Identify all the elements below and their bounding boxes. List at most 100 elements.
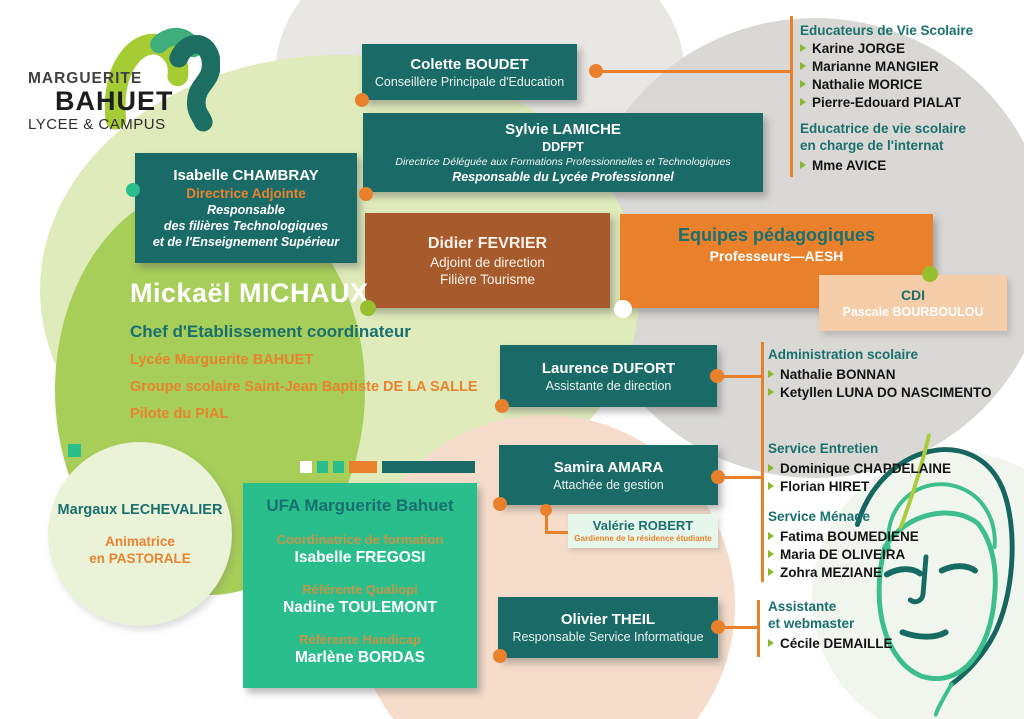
box-laurence-dufort: Laurence DUFORT Assistante de direction — [500, 345, 717, 407]
cdi-name: Pascale BOURBOULOU — [842, 305, 984, 319]
bullet-triangle-icon — [768, 550, 774, 558]
bullet-triangle-icon — [768, 639, 774, 647]
bullet-triangle-icon — [800, 62, 806, 70]
connector-top-vertical — [790, 16, 793, 177]
dot-laurence-corner — [495, 399, 509, 413]
box-sylvie-lamiche: Sylvie LAMICHE DDFPT Directrice Déléguée… — [363, 113, 763, 192]
equipes-subtitle: Professeurs—AESH — [709, 248, 844, 264]
list-item-label: Nathalie BONNAN — [780, 366, 896, 382]
logo-line-name: BAHUET — [55, 86, 174, 116]
person-name: Olivier THEIL — [560, 611, 656, 628]
connector-valerie-horizontal — [545, 531, 569, 534]
box-olivier-theil: Olivier THEIL Responsable Service Inform… — [498, 597, 718, 658]
list-title-1: Assistante — [768, 599, 837, 614]
connector-olivier-horizontal — [718, 626, 759, 629]
person-role-1: Animatrice — [105, 534, 175, 549]
box-cdi: CDI Pascale BOURBOULOU — [819, 275, 1007, 331]
list-item-label: Dominique CHAPDELAINE — [780, 460, 952, 476]
bullet-triangle-icon — [768, 370, 774, 378]
list-entretien: Service Entretien Dominique CHAPDELAINE … — [768, 440, 951, 495]
box-isabelle-chambray: Isabelle CHAMBRAY Directrice Adjointe Re… — [135, 153, 357, 263]
head-name: Mickaël MICHAUX — [130, 278, 369, 308]
person-role: Responsable Service Informatique — [512, 630, 704, 644]
square-margaux-corner — [68, 444, 81, 457]
box-valerie-robert: Valérie ROBERT Gardienne de la résidence… — [568, 514, 718, 548]
ufa-entry: Référente Handicap Marlène BORDAS — [295, 632, 425, 668]
person-role-2: en PASTORALE — [89, 551, 191, 566]
bullet-triangle-icon — [768, 388, 774, 396]
list-item: Cécile DEMAILLE — [768, 634, 893, 652]
list-item-label: Fatima BOUMEDIENE — [780, 528, 919, 544]
list-item-label: Karine JORGE — [812, 40, 906, 56]
person-role-adjointe: Directrice Adjointe — [186, 186, 306, 201]
list-item: Ketyllen LUNA DO NASCIMENTO — [768, 383, 992, 401]
head-line-3: Pilote du PIAL — [130, 406, 229, 422]
list-item: Maria DE OLIVEIRA — [768, 545, 919, 563]
logo-line-bottom: LYCEE & CAMPUS — [28, 116, 166, 133]
deco-rect-teal — [382, 461, 475, 473]
person-role-long: Directrice Déléguée aux Formations Profe… — [395, 156, 731, 168]
list-item: Marianne MANGIER — [800, 57, 973, 75]
person-role-2: Responsable — [207, 203, 285, 217]
list-administration: Administration scolaire Nathalie BONNAN … — [768, 346, 992, 401]
list-vie-scolaire: Educateurs de Vie Scolaire Karine JORGE … — [800, 22, 973, 174]
circle-margaux-lechevalier: Margaux LECHEVALIER Animatrice en PASTOR… — [48, 442, 232, 626]
bullet-triangle-icon — [800, 80, 806, 88]
deco-square-green-2 — [333, 461, 344, 473]
bullet-triangle-icon — [768, 568, 774, 576]
list-menage: Service Ménage Fatima BOUMEDIENE Maria D… — [768, 508, 919, 581]
dot-olivier-corner — [493, 649, 507, 663]
bullet-triangle-icon — [768, 464, 774, 472]
list-item-label: Mme AVICE — [812, 157, 887, 173]
person-role-1: Adjoint de direction — [430, 254, 545, 270]
person-name: Colette BOUDET — [410, 55, 529, 73]
list-item-label: Nathalie MORICE — [812, 76, 923, 92]
ufa-entry-name: Marlène BORDAS — [294, 649, 426, 666]
list-title: Administration scolaire — [768, 347, 919, 362]
bullet-triangle-icon — [768, 532, 774, 540]
dot-valerie-elbow — [540, 504, 552, 516]
list-item-label: Marianne MANGIER — [812, 58, 939, 74]
person-name: Samira AMARA — [553, 458, 664, 476]
school-logo-mark — [104, 27, 220, 132]
head-line-1: Lycée Marguerite BAHUET — [130, 352, 314, 368]
ufa-entry-name: Nadine TOULEMONT — [283, 599, 437, 616]
ufa-entry-name: Isabelle FREGOSI — [294, 549, 426, 566]
person-role-4: et de l'Enseignement Supérieur — [152, 235, 340, 249]
dot-samira-corner — [493, 497, 507, 511]
list-item: Mme AVICE — [800, 156, 973, 174]
dot-isabelle-edge — [126, 183, 140, 197]
list-item-label: Florian HIRET — [780, 478, 870, 494]
dot-top-line — [589, 64, 603, 78]
list-item: Pierre-Edouard PIALAT — [800, 93, 973, 111]
list-item: Fatima BOUMEDIENE — [768, 527, 919, 545]
school-logo-text: MARGUERITE BAHUET LYCEE & CAMPUS — [28, 70, 174, 133]
face-line-art-drawing — [854, 433, 1015, 717]
dot-didier-corner — [360, 300, 376, 316]
person-name: Isabelle CHAMBRAY — [173, 167, 319, 184]
bullet-triangle-icon — [800, 98, 806, 106]
bullet-triangle-icon — [800, 44, 806, 52]
list-item-label: Pierre-Edouard PIALAT — [812, 94, 962, 110]
person-role-resp: Responsable du Lycée Professionnel — [452, 170, 674, 184]
dot-laurence-line — [710, 369, 724, 383]
list-item: Florian HIRET — [768, 477, 951, 495]
list-item: Nathalie BONNAN — [768, 365, 992, 383]
dot-colette-corner — [355, 93, 369, 107]
list-item-label: Ketyllen LUNA DO NASCIMENTO — [780, 384, 992, 400]
list-subtitle-1: Educatrice de vie scolaire — [800, 121, 966, 136]
deco-square-green-1 — [317, 461, 328, 473]
person-name: Valérie ROBERT — [592, 518, 694, 533]
box-colette-boudet: Colette BOUDET Conseillère Principale d'… — [362, 44, 577, 100]
connector-laurence-horizontal — [717, 375, 763, 378]
dot-cdi-top — [922, 266, 938, 282]
ufa-entry-label: Référente Handicap — [298, 632, 422, 647]
person-role-ddfpt: DDFPT — [542, 140, 584, 154]
person-name: Laurence DUFORT — [541, 359, 676, 377]
connector-samira-horizontal — [718, 476, 763, 479]
list-item-label: Zohra MEZIANE — [780, 564, 883, 580]
list-item: Nathalie MORICE — [800, 75, 973, 93]
person-name: Margaux LECHEVALIER — [57, 502, 223, 518]
list-title: Service Ménage — [768, 509, 871, 524]
box-samira-amara: Samira AMARA Attachée de gestion — [499, 445, 718, 505]
